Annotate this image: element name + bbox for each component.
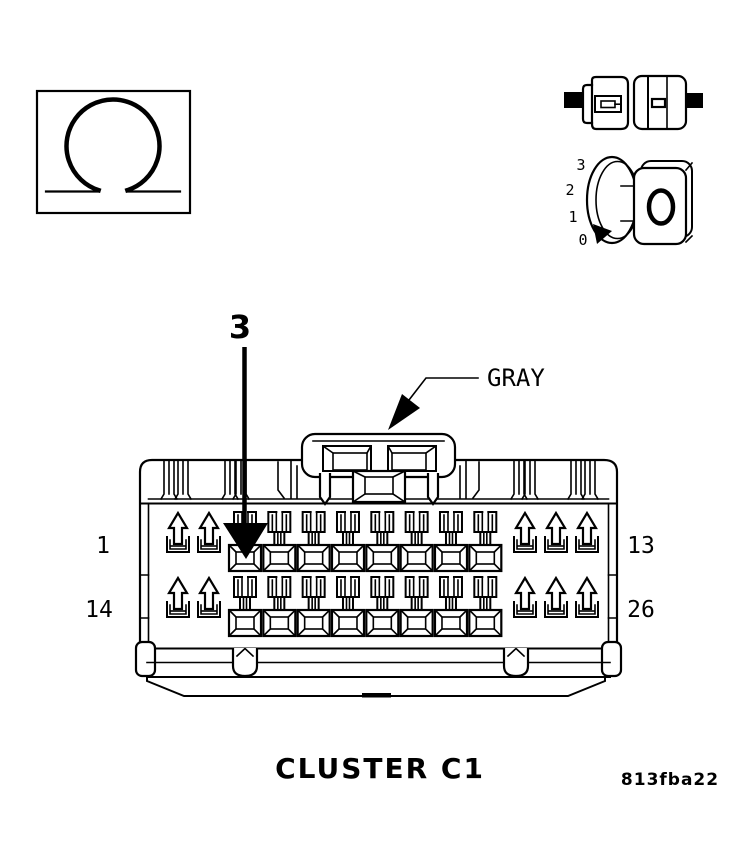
figure-code: 813fba22	[621, 770, 719, 790]
pin-number-bottom-left: 14	[85, 597, 113, 623]
omega-icon	[44, 97, 182, 194]
pin-3-arrowhead-icon	[223, 523, 268, 559]
cavity-square	[433, 575, 469, 638]
pin-number-top-left: 1	[96, 533, 110, 559]
pin-3-callout: 3	[223, 308, 268, 559]
connector-pair-icon	[564, 74, 703, 131]
cavity-arrow	[574, 511, 600, 554]
cavity-square	[365, 510, 400, 573]
key-front-face	[632, 166, 688, 246]
ignition-pos-2: 2	[565, 181, 574, 199]
gray-callout: GRAY	[388, 364, 545, 430]
wing-ribs	[160, 460, 599, 500]
cavity-square	[468, 510, 503, 573]
cavity-square	[296, 510, 331, 573]
wire-stub-left	[564, 92, 583, 108]
pin-number-top-right: 13	[627, 533, 655, 559]
cavity-arrow	[512, 511, 538, 554]
cavity-square	[262, 575, 297, 638]
ignition-pos-3: 3	[576, 156, 585, 174]
wire-stub-right	[686, 93, 703, 108]
ignition-pos-1: 1	[568, 208, 577, 226]
cavity-square	[330, 575, 366, 638]
connector-latch	[300, 432, 457, 506]
cavity-arrow	[196, 576, 222, 619]
cavity-arrow	[165, 576, 191, 619]
cavity-arrow	[196, 511, 222, 554]
cavity-arrow	[543, 511, 569, 554]
ohmmeter-box	[35, 89, 192, 215]
cavity-square	[468, 575, 503, 638]
cavity-square	[262, 510, 297, 573]
pin-3-callout-label: 3	[229, 308, 251, 346]
ohmmeter-symbol	[35, 89, 192, 215]
cavity-square	[399, 510, 434, 573]
cavity-square	[433, 510, 469, 573]
ignition-pos-0: 0	[578, 231, 587, 249]
cavity-arrow	[543, 576, 569, 619]
gray-arrowhead-icon	[388, 394, 420, 430]
rotation-arrow	[593, 224, 612, 244]
ignition-switch-icon: 3 2 1 0	[565, 155, 694, 249]
wire-color-label: GRAY	[487, 364, 545, 392]
pin-number-labels: 1 13 14 26	[85, 533, 655, 623]
gray-leader-line	[407, 377, 479, 402]
cavity-arrow	[165, 511, 191, 554]
cavity-arrow	[512, 576, 538, 619]
cavity-square	[296, 575, 331, 638]
connector-half-left	[581, 83, 594, 125]
key-hole	[646, 188, 676, 226]
caption: CLUSTER C1	[275, 752, 485, 785]
ignition-position-labels: 3 2 1 0	[565, 156, 587, 249]
cavity-square	[227, 575, 263, 638]
cavity-square	[399, 575, 434, 638]
connector-diagram: 3 GRAY 1 13 14 26	[85, 308, 655, 698]
base-center-mark	[362, 693, 391, 698]
cavity-square	[330, 510, 366, 573]
pin-number-bottom-right: 26	[627, 597, 655, 623]
cavity-arrow	[574, 576, 600, 619]
connector-bottom-rim	[134, 640, 623, 698]
cavity-square	[365, 575, 400, 638]
